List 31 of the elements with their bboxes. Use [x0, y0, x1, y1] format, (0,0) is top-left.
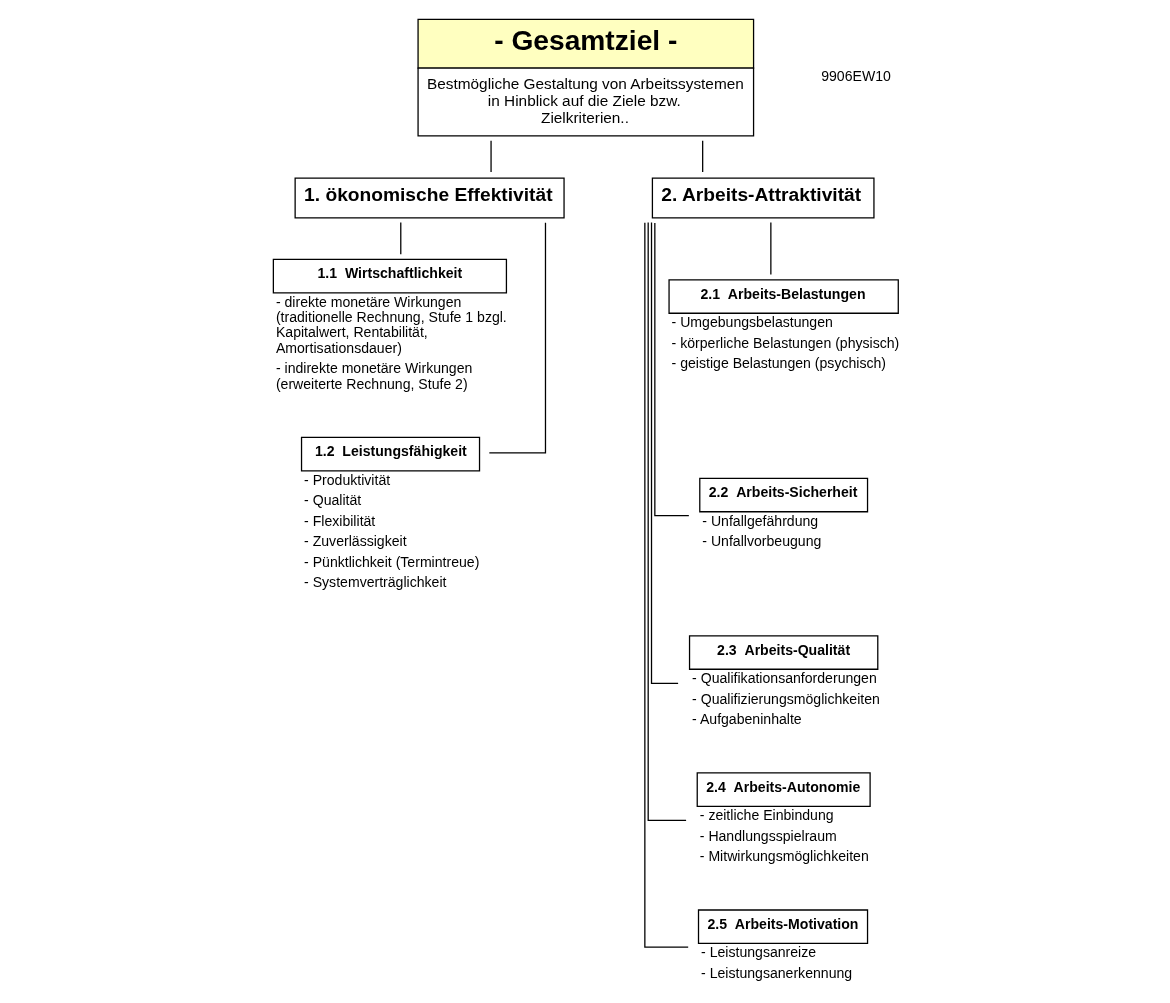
node-label: - Flexibilität — [303, 512, 375, 529]
node-label: - Mitwirkungsmöglichkeiten — [699, 848, 869, 865]
node-label: - indirekte monetäre Wirkungen (erweiterte Rechnung, Stufe 2) — [275, 360, 472, 392]
node-label: - Qualifikationsanforderungen — [691, 670, 877, 687]
connector — [399, 221, 401, 255]
connector — [488, 222, 546, 454]
node-label: - Handlungsspielraum — [699, 827, 837, 844]
node-label: - Leistungsanreize — [700, 944, 816, 961]
node-label: - Qualifizierungsmöglichkeiten — [691, 690, 880, 707]
node-label: - Qualität — [303, 492, 361, 509]
node-label: - Unfallgefährdung — [701, 512, 818, 529]
node-label: - direkte monetäre Wirkungen (traditionelle Rechnung, Stufe 1 bzgl. Kapitalwert, Rentabilität, Amortisationsdauer) — [275, 293, 507, 356]
node-label: - körperliche Belastungen (physisch) — [671, 334, 899, 351]
connector — [650, 221, 679, 684]
node-label: - Zuverlässigkeit — [303, 533, 407, 550]
connector — [647, 221, 687, 821]
connector — [489, 140, 492, 173]
connector — [769, 221, 771, 275]
connector — [701, 140, 703, 173]
node-label: - Pünktlichkeit (Termintreue) — [303, 553, 479, 570]
node-label: - Systemverträglichkeit — [303, 574, 446, 591]
connector — [643, 222, 689, 948]
node-label: - Produktivität — [303, 471, 390, 488]
node-label: - zeitliche Einbindung — [699, 807, 834, 824]
label: 9906EW10 — [820, 67, 891, 84]
node-label: - Aufgabeninhalte — [691, 711, 802, 728]
node-label: - Umgebungsbelastungen — [671, 314, 833, 331]
node-label: - Leistungsanerkennung — [700, 964, 852, 981]
connector — [653, 222, 689, 517]
node-label: - Unfallvorbeugung — [701, 533, 821, 550]
node-label: - geistige Belastungen (psychisch) — [671, 355, 886, 372]
